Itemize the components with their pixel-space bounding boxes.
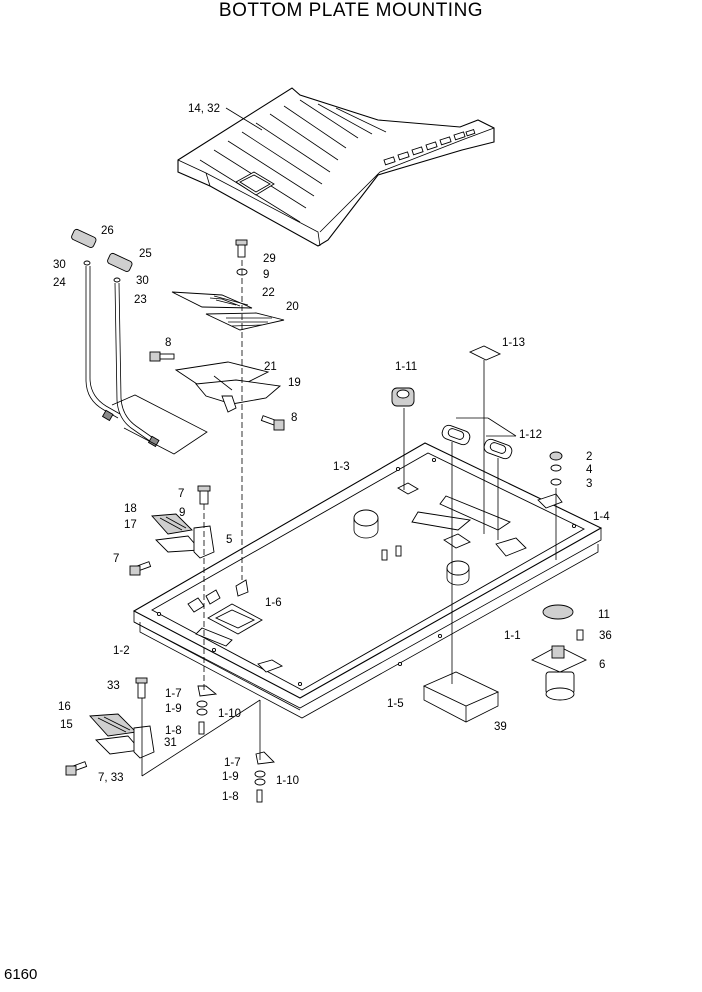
callout: 21 (264, 361, 277, 373)
callout: 31 (164, 737, 177, 749)
callout: 9 (263, 269, 269, 281)
callout: 8 (291, 412, 297, 424)
callout: 1-6 (265, 597, 282, 609)
callout: 30 (53, 259, 66, 271)
callout: 1-11 (395, 361, 417, 373)
callout: 1-10 (276, 775, 299, 787)
callout: 26 (101, 225, 114, 237)
grommets (391, 345, 513, 460)
control-levers (71, 228, 208, 455)
callout: 25 (139, 248, 152, 260)
callout: 1-4 (593, 511, 610, 523)
pedal-assembly (149, 239, 285, 431)
callout: 18 (124, 503, 137, 515)
callout: 1-2 (113, 645, 130, 657)
callout: 1-8 (165, 725, 182, 737)
floor-mat (177, 87, 495, 247)
callout: 1-10 (218, 708, 241, 720)
callout-labels: 14, 32 26 25 30 30 24 23 29 9 22 20 8 21… (53, 103, 612, 803)
callout: 9 (179, 507, 185, 519)
page-title: BOTTOM PLATE MOUNTING (218, 0, 484, 21)
callout: 1-5 (387, 698, 404, 710)
callout: 4 (586, 464, 593, 476)
left-pedal-lower (65, 677, 155, 776)
callout: 7 (178, 488, 184, 500)
callout: 30 (136, 275, 149, 287)
callout: 3 (586, 478, 592, 490)
callout: 6 (599, 659, 605, 671)
callout: 1-9 (165, 703, 182, 715)
callout: 1-8 (222, 791, 239, 803)
callout: 23 (134, 294, 147, 306)
callout: 1-7 (165, 688, 182, 700)
callout: 1-1 (504, 630, 521, 642)
callout: 15 (60, 719, 73, 731)
callout: 14, 32 (188, 103, 220, 115)
callout: 1-7 (224, 757, 241, 769)
callout: 39 (494, 721, 507, 733)
leader-lines (141, 107, 557, 777)
callout: 1-3 (333, 461, 350, 473)
callout: 8 (165, 337, 171, 349)
callout: 36 (599, 630, 612, 642)
callout: 1-9 (222, 771, 239, 783)
callout: 7, 33 (98, 772, 124, 784)
callout: 24 (53, 277, 66, 289)
nut-washer-stack (549, 451, 563, 486)
cushion-pad (422, 671, 500, 723)
callout: 7 (113, 553, 119, 565)
callout: 22 (262, 287, 275, 299)
callout: 19 (288, 377, 301, 389)
callout: 33 (107, 680, 120, 692)
left-pedal-upper (129, 485, 215, 576)
callout: 17 (124, 519, 137, 531)
mounting-hardware (196, 685, 275, 803)
switch-assembly (530, 604, 588, 701)
callout: 20 (286, 301, 299, 313)
callout: 1-12 (519, 429, 542, 441)
callout: 16 (58, 701, 71, 713)
callout: 5 (226, 534, 232, 546)
callout: 11 (598, 609, 610, 621)
callout: 1-13 (502, 337, 525, 349)
page-number: 6160 (4, 966, 38, 983)
callout: 29 (263, 253, 276, 265)
callout: 2 (586, 451, 592, 463)
